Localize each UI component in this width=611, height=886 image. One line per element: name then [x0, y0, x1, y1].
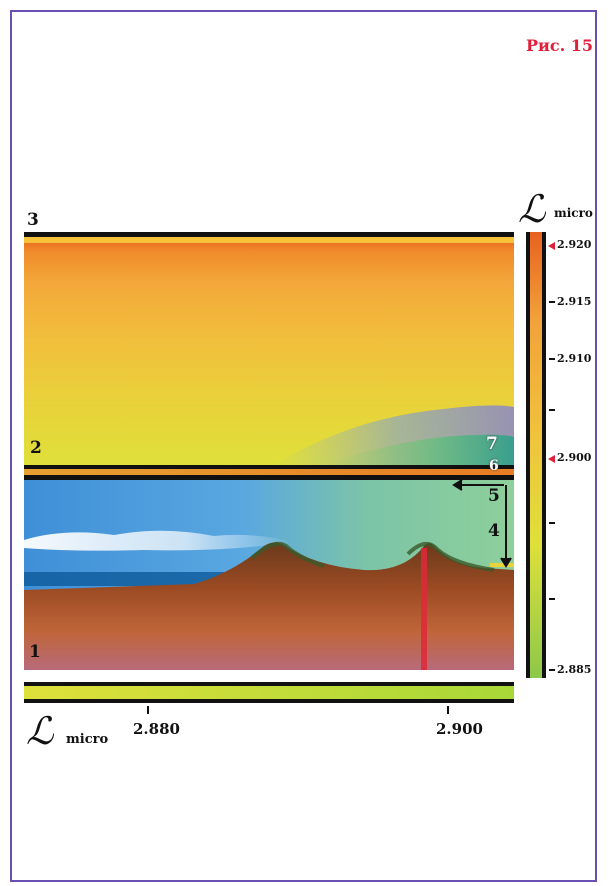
cloud-bank: [24, 530, 294, 551]
yellow-flat-strip: [490, 563, 514, 567]
horizontal-axis-symbol: ℒ: [26, 709, 54, 753]
v-tick-2905: [549, 409, 555, 411]
v-tick-label-2910: 2.910: [557, 352, 592, 365]
vertical-axis-unit: micro: [554, 206, 593, 220]
upper-gradient-panel: [24, 237, 514, 465]
h-tick-label-2880: 2.880: [133, 720, 180, 738]
h-tick-2: [447, 706, 449, 714]
v-tick-2895: [549, 522, 555, 524]
vertical-axis-symbol: ℒ: [518, 187, 546, 231]
top-boundary-line: [24, 232, 514, 237]
v-tick-2915: [549, 301, 555, 303]
arrows: [452, 480, 512, 568]
horizontal-axis-unit: micro: [66, 732, 109, 747]
region-label-5: 5: [488, 486, 500, 506]
middle-boundary-line-2: [24, 475, 514, 480]
page-frame: [10, 10, 597, 882]
region-label-3: 3: [27, 210, 39, 230]
bottom-color-bar: [24, 686, 514, 699]
mountain-terrain: [24, 542, 514, 670]
middle-orange-strip: [24, 469, 514, 475]
landscape-art: [24, 480, 514, 670]
region-label-7: 7: [486, 434, 498, 454]
v-tick-label-2885: 2.885: [557, 663, 592, 676]
marker-arrow-2900: [548, 455, 555, 463]
bottom-bar-border-top: [24, 682, 514, 686]
v-tick-label-2915: 2.915: [557, 295, 592, 308]
vbar-border-left: [526, 232, 530, 678]
v-tick-2910: [549, 358, 555, 360]
v-tick-2890: [549, 598, 555, 600]
region-label-1: 1: [29, 642, 41, 662]
vbar-border-right: [542, 232, 546, 678]
vertical-color-bar: [530, 232, 542, 678]
v-tick-label-2900: 2.900: [557, 451, 592, 464]
v-tick-2885: [549, 669, 555, 671]
figure-label: Рис. 15: [525, 36, 593, 55]
bottom-bar-border-bottom: [24, 699, 514, 703]
v-tick-label-2920: 2.920: [557, 238, 592, 251]
h-tick-1: [147, 706, 149, 714]
h-tick-label-2900: 2.900: [436, 720, 483, 738]
upper-panel-art: [24, 237, 514, 465]
region-label-2: 2: [30, 438, 42, 458]
sea-strip: [24, 572, 224, 586]
red-vent-column: [421, 548, 427, 670]
region-label-6: 6: [489, 458, 499, 474]
green-band: [324, 434, 514, 465]
middle-boundary-line: [24, 465, 514, 469]
region-label-4: 4: [488, 521, 500, 541]
lower-landscape-panel: [24, 480, 514, 670]
marker-arrow-2920: [548, 242, 555, 250]
